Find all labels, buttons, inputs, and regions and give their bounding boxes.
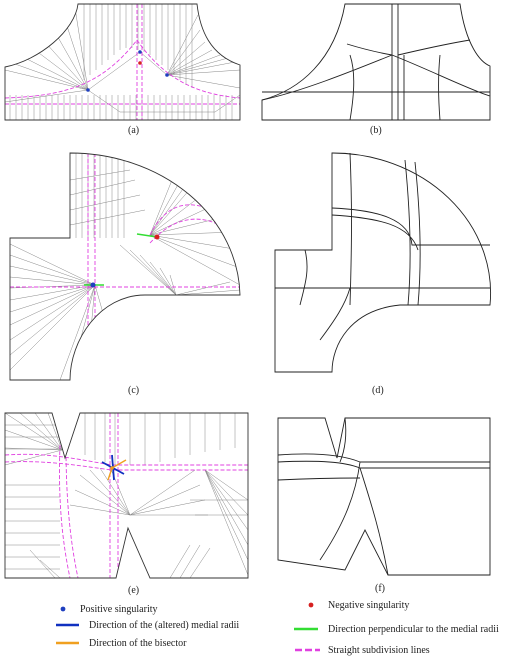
legend-negative-singularity-marker xyxy=(308,602,314,608)
panel-b-label: (b) xyxy=(370,125,382,136)
positive-singularity-marker xyxy=(138,50,142,54)
panel-c-medial-hatching xyxy=(10,153,240,380)
legend-perpendicular-label: Direction perpendicular to the medial ra… xyxy=(328,624,499,635)
panel-d-label: (d) xyxy=(372,385,384,396)
legend-negative-singularity-label: Negative singularity xyxy=(328,600,409,611)
negative-singularity-marker xyxy=(154,234,160,240)
legend-positive-singularity-marker xyxy=(60,606,66,612)
legend-bisector-label: Direction of the bisector xyxy=(89,638,187,649)
panel-d: (d) xyxy=(274,152,491,396)
legend-medial-radii-label: Direction of the (altered) medial radii xyxy=(89,620,239,631)
legend-positive-singularity-label: Positive singularity xyxy=(80,604,158,615)
legend-subdivision-label: Straight subdivision lines xyxy=(328,645,430,656)
panel-c-label: (c) xyxy=(128,385,139,396)
panel-a: (a) xyxy=(4,3,241,136)
panel-b: (b) xyxy=(261,3,491,136)
panel-f: (f) xyxy=(277,417,491,594)
legend: Positive singularity Negative singularit… xyxy=(56,600,499,656)
panel-e-medial-hatching xyxy=(5,413,248,578)
positive-singularity-marker xyxy=(86,88,90,92)
panel-f-label: (f) xyxy=(375,583,385,594)
negative-singularity-marker xyxy=(138,61,142,65)
panel-e: (e) xyxy=(4,412,249,596)
panel-a-medial-hatching xyxy=(5,4,240,120)
positive-singularity-marker xyxy=(90,282,96,288)
panel-a-label: (a) xyxy=(128,125,139,136)
panel-e-label: (e) xyxy=(128,585,139,596)
positive-singularity-marker xyxy=(165,73,169,77)
panel-c: (c) xyxy=(9,152,241,396)
